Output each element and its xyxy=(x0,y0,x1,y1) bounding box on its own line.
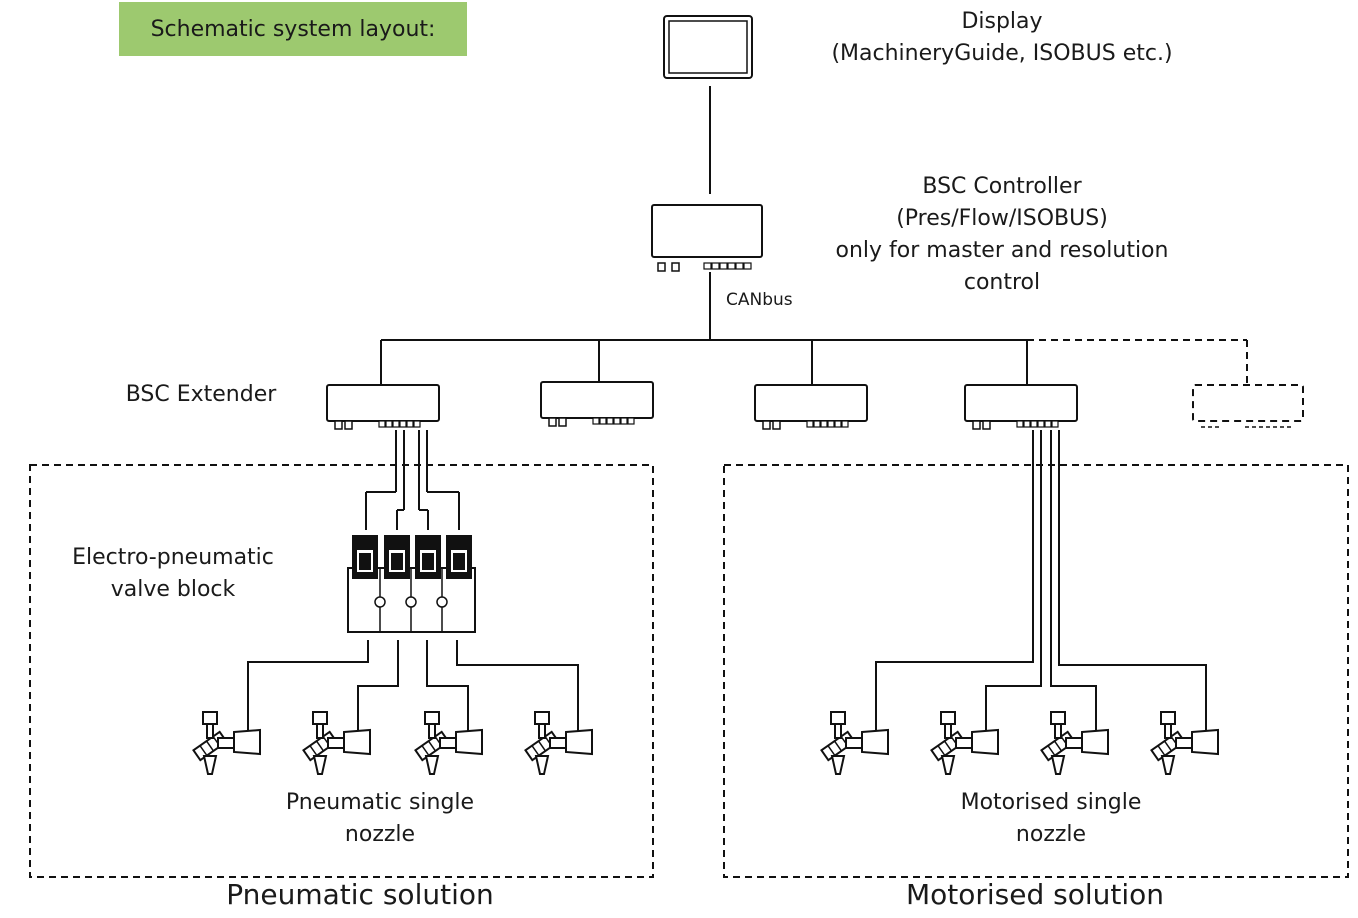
pneumatic-nozzle-label-line1: Pneumatic single xyxy=(285,790,475,815)
motorised-nozzle-label: Motorised single nozzle xyxy=(921,787,1181,851)
extender-2 xyxy=(540,381,654,427)
motorised-nozzle-4 xyxy=(1150,711,1219,775)
schematic-banner: Schematic system layout: xyxy=(119,2,467,56)
controller-label-line2: (Pres/Flow/ISOBUS) xyxy=(896,206,1108,231)
motorised-nozzle-label-line1: Motorised single xyxy=(960,790,1142,815)
pneumatic-wiring xyxy=(365,430,460,530)
pneumatic-nozzle-4 xyxy=(524,711,593,775)
motorised-nozzle-label-line2: nozzle xyxy=(1015,822,1087,847)
extender-label: BSC Extender xyxy=(125,382,277,407)
motorised-nozzle-3 xyxy=(1040,711,1109,775)
motorised-solution-title: Motorised solution xyxy=(905,878,1165,911)
motorised-nozzle-1 xyxy=(820,711,889,775)
extender-1 xyxy=(326,384,440,430)
valve-block-label: Electro-pneumatic valve block xyxy=(56,542,290,606)
pneumatic-hoses xyxy=(247,640,579,735)
controller-label-line1: BSC Controller xyxy=(922,174,1082,199)
extender-3 xyxy=(754,384,868,430)
extender-optional xyxy=(1192,384,1304,428)
pneumatic-solution-box xyxy=(29,464,654,878)
display-icon xyxy=(663,15,753,79)
valve-block-label-line1: Electro-pneumatic xyxy=(72,545,274,570)
pneumatic-nozzle-label: Pneumatic single nozzle xyxy=(250,787,510,851)
controller-label-line3: only for master and resolution xyxy=(835,238,1169,263)
display-label-line1: Display xyxy=(961,9,1043,34)
canbus-lines xyxy=(380,272,1028,385)
motorised-nozzle-2 xyxy=(930,711,999,775)
motorised-wiring xyxy=(875,430,1207,735)
display-label: Display (MachineryGuide, ISOBUS etc.) xyxy=(790,6,1214,70)
controller-icon xyxy=(651,204,763,272)
controller-label-line4: control xyxy=(963,270,1041,295)
valve-block-icon xyxy=(347,535,476,633)
pneumatic-solution-title: Pneumatic solution xyxy=(226,878,494,911)
display-label-line2: (MachineryGuide, ISOBUS etc.) xyxy=(831,41,1173,66)
canbus-label: CANbus xyxy=(726,290,793,310)
extender-4 xyxy=(964,384,1078,430)
banner-text: Schematic system layout: xyxy=(150,16,436,42)
motorised-solution-box xyxy=(723,464,1349,878)
pneumatic-nozzle-2 xyxy=(302,711,371,775)
pneumatic-nozzle-label-line2: nozzle xyxy=(344,822,416,847)
valve-block-label-line2: valve block xyxy=(110,577,236,602)
pneumatic-nozzle-1 xyxy=(192,711,261,775)
optional-bus-line xyxy=(1027,339,1248,385)
pneumatic-nozzle-3 xyxy=(414,711,483,775)
controller-label: BSC Controller (Pres/Flow/ISOBUS) only f… xyxy=(800,171,1204,299)
